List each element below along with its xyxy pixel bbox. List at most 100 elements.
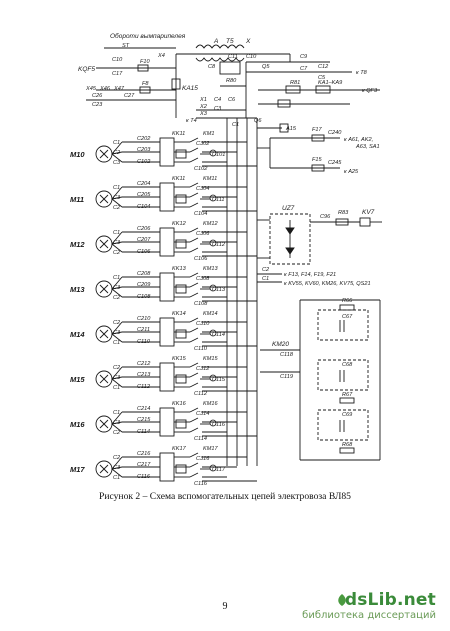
label-a61: к A61, AK2, — [344, 137, 373, 143]
note-line-1: Обороти вымпарипелея — [110, 32, 186, 40]
coil-symbol — [175, 374, 187, 384]
wire-label: С306 — [196, 231, 210, 237]
motor-label: M15 — [70, 375, 85, 384]
terminal-label: C2 — [113, 205, 121, 211]
label-c4: C4 — [214, 97, 221, 103]
thermal-relay — [159, 137, 175, 167]
label-r81: R81 — [290, 80, 300, 86]
label-ka15: KA15 — [182, 85, 198, 92]
contact-node — [209, 284, 217, 292]
wire-label: С116 — [212, 422, 226, 428]
wire-label: С214 — [137, 406, 150, 412]
thermal-relay-label: KK14 — [172, 311, 186, 317]
coil-symbol — [175, 284, 187, 294]
wire-label: С106 — [194, 256, 208, 262]
label-r67: R67 — [342, 392, 353, 398]
wire-label: С116 — [194, 481, 208, 487]
wire-label: С116 — [137, 474, 151, 480]
fan-motor-rows: M10C1C2C3С202С203С102KK11KM1С302С101С102… — [70, 131, 257, 487]
label-c6: C6 — [228, 97, 236, 103]
wire-label: С114 — [212, 332, 225, 338]
label-to-kv55: к KV55, KV60, KM26, KV75, QS21 — [284, 281, 371, 287]
coil-symbol — [175, 149, 187, 159]
label-r68: R68 — [342, 442, 353, 448]
terminal-label: C1 — [113, 340, 120, 346]
label-c11: C11 — [228, 54, 238, 60]
label-q6: Q6 — [254, 118, 262, 124]
label-x: X — [245, 38, 251, 45]
terminal-label: C1 — [113, 185, 120, 191]
wire-label: С102 — [194, 166, 208, 172]
label-x46: X46 — [99, 86, 111, 92]
motor-label: M14 — [70, 330, 85, 339]
label-c96: C96 — [320, 214, 331, 220]
contact-node — [209, 149, 217, 157]
watermark-subtitle: библиотека диссертаций — [302, 610, 436, 621]
thermal-relay-label: KK15 — [172, 356, 187, 362]
terminal-label: C2 — [113, 455, 121, 461]
label-x47: X47 — [113, 86, 125, 92]
label-c1: C1 — [232, 122, 239, 128]
label-kv7: KV7 — [362, 209, 375, 216]
terminal-label: C1 — [113, 140, 120, 146]
wire-label: С112 — [212, 242, 226, 248]
label-c17: C17 — [112, 71, 123, 77]
wire-label: С112 — [137, 384, 151, 390]
contact-node — [209, 464, 217, 472]
wire-label: С316 — [196, 456, 210, 462]
label-c27: C27 — [124, 93, 135, 99]
label-f8: F8 — [142, 81, 149, 87]
wire-label: С104 — [194, 211, 207, 217]
wire-label: С115 — [212, 377, 226, 383]
label-f15: F15 — [312, 157, 323, 163]
thermal-relay — [159, 362, 175, 392]
page-number: 9 — [222, 601, 228, 612]
wire-label: С312 — [196, 366, 210, 372]
wire-label: С215 — [137, 417, 151, 423]
label-c5: C5 — [318, 75, 326, 81]
coil-symbol — [175, 419, 187, 429]
wire-label: С114 — [137, 429, 150, 435]
wire-label: С308 — [196, 276, 210, 282]
label-t4: к Т4 — [186, 118, 197, 124]
motor-label: M11 — [70, 195, 84, 204]
thermal-relay — [159, 182, 175, 212]
label-ka1-ka9: KA1–KA9 — [318, 80, 342, 86]
wire-label: С212 — [137, 361, 151, 367]
label-c12: C12 — [318, 64, 329, 70]
motor-label: M16 — [70, 420, 85, 429]
coil-symbol — [175, 239, 187, 249]
thermal-relay-label: KK11 — [172, 176, 185, 182]
label-r66: R66 — [342, 298, 353, 304]
contactor-label: KM14 — [203, 311, 218, 317]
wire-label: С205 — [137, 192, 151, 198]
label-x2: X2 — [199, 104, 208, 110]
wire-label: С213 — [137, 372, 151, 378]
coil-symbol — [175, 194, 187, 204]
wire-label: С314 — [196, 411, 209, 417]
label-f10: F10 — [140, 59, 151, 65]
contactor-label: KM13 — [203, 266, 219, 272]
thermal-relay — [159, 407, 175, 437]
thermal-relay-label: KK13 — [172, 266, 187, 272]
thermal-relay-label: KK17 — [172, 446, 187, 452]
label-a62: A63, SA1 — [355, 144, 380, 150]
wire-label: С111 — [212, 197, 225, 203]
wire-label: С204 — [137, 181, 150, 187]
label-f17: F17 — [312, 127, 323, 133]
label-c245: С245 — [328, 160, 342, 166]
thermal-relay-label: KK16 — [172, 401, 187, 407]
label-x1: X1 — [199, 97, 207, 103]
contact-node — [209, 329, 217, 337]
wire-label: С110 — [137, 339, 151, 345]
terminal-label: C3 — [113, 160, 121, 166]
coil-symbol — [175, 464, 187, 474]
leaf-icon — [338, 594, 346, 606]
motor-label: M17 — [70, 465, 85, 474]
label-c23: C23 — [92, 102, 103, 108]
label-c118: С118 — [280, 352, 294, 358]
terminal-label: C1 — [113, 275, 120, 281]
wire-label: С117 — [212, 467, 226, 473]
